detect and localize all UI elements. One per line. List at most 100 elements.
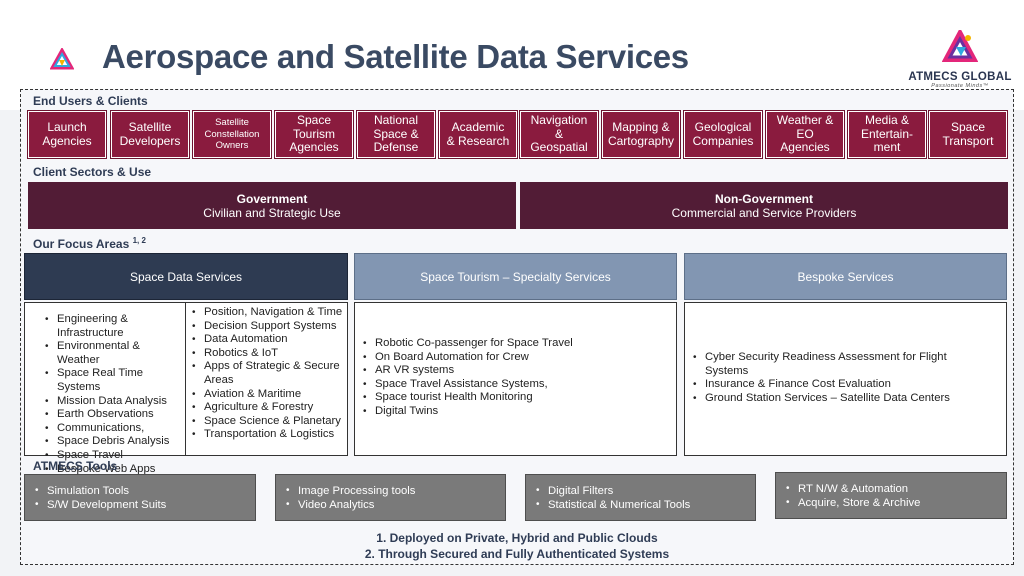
list-item: Environmental & Weather	[43, 340, 183, 367]
sector-government[interactable]: Government Civilian and Strategic Use	[28, 182, 516, 229]
atmecs-logo-icon	[50, 48, 74, 70]
sector-title: Government	[236, 191, 308, 206]
list-item: AR VR systems	[361, 364, 671, 378]
list-item: Digital Twins	[361, 405, 671, 419]
list-item: Agriculture & Forestry	[190, 401, 346, 415]
section-client-sectors: Client Sectors & Use	[33, 165, 152, 179]
tool-list: Image Processing toolsVideo Analytics	[284, 484, 415, 512]
tool-item: Statistical & Numerical Tools	[534, 498, 690, 512]
list-item: Insurance & Finance Cost Evaluation	[691, 378, 981, 392]
tool-item: Digital Filters	[534, 484, 690, 498]
list-item: Apps of Strategic & Secure Areas	[190, 360, 346, 387]
space-data-list-left: Engineering & InfrastructureEnvironmenta…	[24, 302, 186, 476]
focus-title: Space Tourism – Specialty Services	[420, 269, 611, 284]
client-box[interactable]: Academic & Research	[438, 110, 518, 159]
space-data-right-list: Position, Navigation & TimeDecision Supp…	[190, 306, 346, 442]
page-title: Aerospace and Satellite Data Services	[102, 38, 689, 75]
tool-list: Simulation ToolsS/W Development Suits	[33, 484, 166, 512]
list-item: Engineering & Infrastructure	[43, 313, 183, 340]
list-item: Communications,	[43, 422, 183, 436]
client-box[interactable]: Space Tourism Agencies	[274, 110, 354, 159]
client-box[interactable]: Satellite Constellation Owners	[192, 110, 272, 159]
list-item: Robotic Co-passenger for Space Travel	[361, 337, 671, 351]
focus-areas-footnote-ref: 1, 2	[132, 236, 146, 245]
list-item: Space Real Time Systems	[43, 367, 183, 394]
brand-logo: ATMECS GLOBAL Passionate Minds™	[905, 27, 1015, 89]
tool-item: RT N/W & Automation	[784, 482, 920, 496]
list-item: Space Travel Assistance Systems,	[361, 378, 671, 392]
sector-non-government[interactable]: Non-Government Commercial and Service Pr…	[520, 182, 1008, 229]
list-item: Data Automation	[190, 333, 346, 347]
client-box[interactable]: Media & Entertain- ment	[847, 110, 927, 159]
space-tourism-list: Robotic Co-passenger for Space TravelOn …	[361, 337, 671, 419]
client-box[interactable]: Satellite Developers	[110, 110, 190, 159]
focus-space-tourism-header[interactable]: Space Tourism – Specialty Services	[354, 253, 677, 300]
list-item: Mission Data Analysis	[43, 395, 183, 409]
client-label: Academic & Research	[446, 120, 510, 148]
bespoke-list: Cyber Security Readiness Assessment for …	[691, 351, 981, 405]
sector-subtitle: Civilian and Strategic Use	[203, 205, 341, 220]
tool-item: S/W Development Suits	[33, 498, 166, 512]
client-box[interactable]: Weather & EO Agencies	[765, 110, 845, 159]
section-focus-areas: Our Focus Areas 1, 2	[33, 236, 146, 251]
client-box[interactable]: National Space & Defense	[356, 110, 436, 159]
client-label: Satellite Developers	[119, 120, 181, 148]
client-label: Satellite Constellation Owners	[204, 117, 260, 152]
list-item: Cyber Security Readiness Assessment for …	[691, 351, 981, 378]
list-item: Decision Support Systems	[190, 320, 346, 334]
client-label: Mapping & Cartography	[607, 120, 675, 148]
bespoke-body: Cyber Security Readiness Assessment for …	[684, 302, 1007, 456]
sector-subtitle: Commercial and Service Providers	[671, 205, 857, 220]
list-item: Position, Navigation & Time	[190, 306, 346, 320]
client-box[interactable]: Geological Companies	[683, 110, 763, 159]
tool-box[interactable]: Digital FiltersStatistical & Numerical T…	[525, 474, 756, 521]
atmecs-global-logo-icon	[941, 27, 979, 62]
tool-item: Video Analytics	[284, 498, 415, 512]
client-box[interactable]: Space Transport	[928, 110, 1008, 159]
list-item: Space Debris Analysis	[43, 435, 183, 449]
client-label: Navigation & Geospatial	[530, 113, 588, 155]
space-data-list-right: Position, Navigation & TimeDecision Supp…	[185, 302, 348, 456]
sector-title: Non-Government	[714, 191, 813, 206]
client-label: Launch Agencies	[42, 120, 92, 148]
list-item: Space Travel	[43, 449, 183, 463]
client-label: Media & Entertain- ment	[860, 113, 914, 155]
focus-title: Space Data Services	[129, 269, 243, 284]
tool-box[interactable]: RT N/W & AutomationAcquire, Store & Arch…	[775, 472, 1007, 519]
tool-list: Digital FiltersStatistical & Numerical T…	[534, 484, 690, 512]
tool-box[interactable]: Simulation ToolsS/W Development Suits	[24, 474, 256, 521]
client-label: Space Tourism Agencies	[289, 113, 339, 155]
client-label: Weather & EO Agencies	[776, 113, 834, 155]
list-item: Bespoke Web Apps	[43, 463, 183, 477]
tool-item: Image Processing tools	[284, 484, 415, 498]
tool-list: RT N/W & AutomationAcquire, Store & Arch…	[784, 482, 920, 510]
focus-areas-label: Our Focus Areas	[33, 237, 130, 251]
client-label: National Space & Defense	[373, 113, 419, 155]
list-item: Space tourist Health Monitoring	[361, 391, 671, 405]
client-box[interactable]: Navigation & Geospatial	[519, 110, 599, 159]
list-item: Aviation & Maritime	[190, 388, 346, 402]
focus-space-data-header[interactable]: Space Data Services	[24, 253, 348, 300]
focus-bespoke-header[interactable]: Bespoke Services	[684, 253, 1007, 300]
list-item: Robotics & IoT	[190, 347, 346, 361]
footnote-2: 2. Through Secured and Fully Authenticat…	[364, 547, 670, 561]
brand-name: ATMECS GLOBAL	[908, 71, 1012, 83]
focus-title: Bespoke Services	[797, 269, 894, 284]
tool-item: Acquire, Store & Archive	[784, 496, 920, 510]
footnote-1: 1. Deployed on Private, Hybrid and Publi…	[376, 531, 658, 545]
list-item: Transportation & Logistics	[190, 428, 346, 442]
tool-item: Simulation Tools	[33, 484, 166, 498]
list-item: Space Science & Planetary	[190, 415, 346, 429]
client-box[interactable]: Mapping & Cartography	[601, 110, 681, 159]
client-label: Geological Companies	[692, 120, 754, 148]
client-box[interactable]: Launch Agencies	[27, 110, 107, 159]
list-item: On Board Automation for Crew	[361, 351, 671, 365]
space-data-left-list: Engineering & InfrastructureEnvironmenta…	[43, 313, 183, 476]
section-end-users: End Users & Clients	[33, 94, 148, 108]
list-item: Ground Station Services – Satellite Data…	[691, 392, 981, 406]
space-tourism-body: Robotic Co-passenger for Space TravelOn …	[354, 302, 677, 456]
section-tools: ATMECS Tools	[33, 459, 118, 473]
brand-tagline: Passionate Minds™	[931, 83, 989, 89]
tool-box[interactable]: Image Processing toolsVideo Analytics	[275, 474, 506, 521]
client-label: Space Transport	[942, 120, 994, 148]
